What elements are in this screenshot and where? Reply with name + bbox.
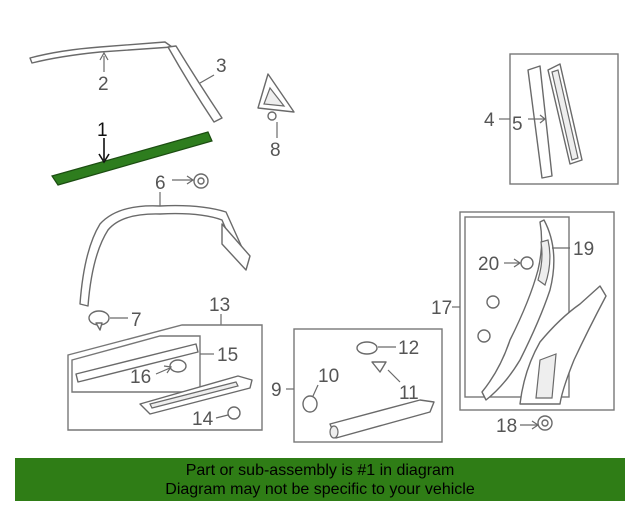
part-11-clip[interactable]: [371, 361, 401, 383]
callout-5: 5: [512, 114, 523, 135]
part-14-clip[interactable]: [215, 406, 241, 420]
callout-18: 18: [496, 416, 517, 437]
callout-7: 7: [131, 310, 142, 331]
part-17-quarter-trim[interactable]: [519, 285, 607, 405]
callout-16: 16: [130, 367, 151, 388]
banner-line-2: Diagram may not be specific to your vehi…: [165, 481, 475, 498]
banner-line-1: Part or sub-assembly is #1 in diagram: [185, 462, 455, 479]
callout-2: 2: [98, 74, 109, 95]
clip-fasteners: [477, 295, 500, 343]
part-6-clip[interactable]: [172, 173, 209, 189]
door-frame-weatherstrip[interactable]: [79, 192, 251, 307]
part-9-garnish[interactable]: [329, 399, 435, 439]
info-banner: Part or sub-assembly is #1 in diagram Di…: [15, 458, 625, 501]
callout-19: 19: [573, 239, 594, 260]
part-10-clip[interactable]: [302, 384, 319, 413]
callout-13: 13: [209, 295, 230, 316]
part-15-molding[interactable]: [75, 343, 199, 383]
part-20-clip[interactable]: [504, 256, 534, 270]
callout-10: 10: [318, 366, 339, 387]
part-1-belt-molding[interactable]: [51, 131, 213, 186]
callout-20: 20: [478, 254, 499, 275]
part-8-mirror-cover[interactable]: [257, 73, 295, 138]
part-7-clip[interactable]: [88, 310, 128, 331]
part-12-grommet[interactable]: [356, 341, 396, 355]
part-18-clip[interactable]: [520, 415, 553, 431]
callout-15: 15: [217, 345, 238, 366]
callout-1: 1: [97, 120, 108, 141]
callout-17: 17: [431, 298, 452, 319]
parts-diagram: 2 3 1 8 6 7: [29, 41, 619, 443]
part-5-pillar-garnish[interactable]: [527, 63, 583, 179]
part-13-rocker-molding[interactable]: [139, 375, 253, 415]
callout-11: 11: [399, 383, 419, 404]
part-16-clip[interactable]: [155, 359, 187, 375]
part-3-pillar-molding[interactable]: [167, 45, 223, 123]
callout-6: 6: [155, 173, 166, 194]
part-2-roof-molding[interactable]: [29, 41, 173, 72]
part-19-pillar-trim[interactable]: [481, 219, 555, 401]
callout-14: 14: [192, 409, 214, 430]
callout-9: 9: [271, 380, 282, 401]
callout-8: 8: [270, 140, 281, 161]
callout-12: 12: [398, 338, 419, 359]
callout-3: 3: [216, 56, 227, 77]
callout-4: 4: [484, 110, 495, 131]
